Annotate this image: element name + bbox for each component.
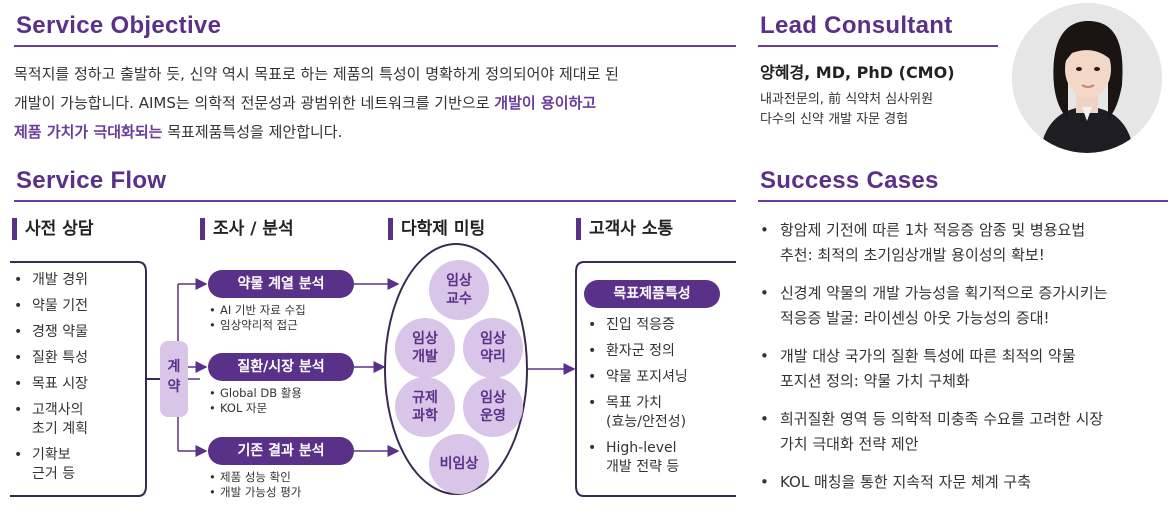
list-item: 고객사의 초기 계획: [10, 401, 140, 439]
success-list: 항암제 기전에 따른 1차 적응증 암종 및 병용요법 추천: 최적의 초기임상…: [758, 218, 1170, 508]
objective-text-part2: 목표제품특성을 제안합니다.: [162, 123, 343, 141]
list-item: 목표 시장: [10, 375, 140, 394]
list-item: Global DB 활용: [206, 386, 302, 401]
list-item: 신경계 약물의 개발 가능성을 획기적으로 증가시키는 적응증 발굴: 라이센싱…: [758, 281, 1170, 331]
list-item: KOL 매칭을 통한 지속적 자문 체계 구축: [758, 470, 1170, 495]
pill1-sublist: AI 기반 자료 수집 임상약리적 접근: [206, 303, 306, 333]
list-item: 개발 가능성 평가: [206, 485, 301, 500]
pill3-sublist: 제품 성능 확인 개발 가능성 평가: [206, 470, 301, 500]
success-cases-title: Success Cases: [760, 167, 939, 194]
list-item: 임상약리적 접근: [206, 318, 306, 333]
service-objective-title: Service Objective: [16, 12, 222, 39]
list-item: 약물 포지셔닝: [584, 368, 734, 387]
stage2-heading: 조사 / 분석: [200, 218, 294, 240]
stage4-list: 진입 적응증 환자군 정의 약물 포지셔닝 목표 가치 (효능/안전성) Hig…: [584, 316, 734, 484]
pill2-sublist: Global DB 활용 KOL 자문: [206, 386, 302, 416]
list-item: 경쟁 약물: [10, 323, 140, 342]
list-item: 목표 가치 (효능/안전성): [584, 394, 734, 432]
list-item: 기확보 근거 등: [10, 446, 140, 484]
drug-class-analysis-pill: 약물 계열 분석: [208, 270, 354, 298]
list-item: 제품 성능 확인: [206, 470, 301, 485]
list-item: AI 기반 자료 수집: [206, 303, 306, 318]
lead-credential-1: 내과전문의, 前 식약처 심사위원: [760, 92, 934, 107]
consultant-photo: [1012, 3, 1162, 153]
objective-text-part1: 목적지를 정하고 출발하 듯, 신약 역시 목표로 하는 제품의 특성이 명확하…: [14, 65, 619, 112]
list-item: 약물 기전: [10, 297, 140, 316]
list-item: 항암제 기전에 따른 1차 적응증 암종 및 병용요법 추천: 최적의 초기임상…: [758, 218, 1170, 268]
existing-result-analysis-pill: 기존 결과 분석: [208, 437, 354, 465]
lead-consultant-title: Lead Consultant: [760, 12, 953, 39]
service-flow-title: Service Flow: [16, 167, 167, 194]
list-item: 질환 특성: [10, 349, 140, 368]
circle-clinical-professor: 임상 교수: [429, 260, 489, 320]
stage1-heading: 사전 상담: [12, 218, 93, 240]
lead-name: 양혜경, MD, PhD (CMO): [760, 63, 955, 82]
target-product-profile-pill: 목표제품특성: [584, 280, 720, 308]
circle-clinical-development: 임상 개발: [395, 318, 455, 378]
circle-clinical-operations: 임상 운영: [463, 377, 523, 437]
success-divider: [758, 200, 1168, 202]
stage3-heading: 다학제 미팅: [388, 218, 485, 240]
stage1-list: 개발 경위 약물 기전 경쟁 약물 질환 특성 목표 시장 고객사의 초기 계획…: [10, 271, 140, 491]
objective-paragraph: 목적지를 정하고 출발하 듯, 신약 역시 목표로 하는 제품의 특성이 명확하…: [14, 60, 736, 147]
circle-nonclinical: 비임상: [429, 434, 489, 494]
list-item: High-level 개발 전략 등: [584, 439, 734, 477]
flow-divider: [14, 200, 736, 202]
list-item: 환자군 정의: [584, 342, 734, 361]
objective-divider: [14, 45, 736, 47]
lead-divider: [758, 45, 998, 47]
list-item: 진입 적응증: [584, 316, 734, 335]
stage4-heading: 고객사 소통: [576, 218, 673, 240]
circle-regulatory-science: 규제 과학: [395, 377, 455, 437]
list-item: KOL 자문: [206, 401, 302, 416]
multidisciplinary-meeting-ellipse: [384, 243, 528, 495]
disease-market-analysis-pill: 질환/시장 분석: [208, 353, 354, 381]
list-item: 희귀질환 영역 등 의학적 미충족 수요를 고려한 시장 가치 극대화 전략 제…: [758, 407, 1170, 457]
list-item: 개발 대상 국가의 질환 특성에 따른 최적의 약물 포지션 정의: 약물 가치…: [758, 344, 1170, 394]
circle-clinical-pharmacology: 임상 약리: [463, 318, 523, 378]
list-item: 개발 경위: [10, 271, 140, 290]
contract-box: 계 약: [160, 341, 188, 417]
objective-highlight: 개발이 용이하고 제품 가치가 극대화되는: [14, 94, 597, 141]
lead-credential-2: 다수의 신약 개발 자문 경험: [760, 112, 909, 127]
